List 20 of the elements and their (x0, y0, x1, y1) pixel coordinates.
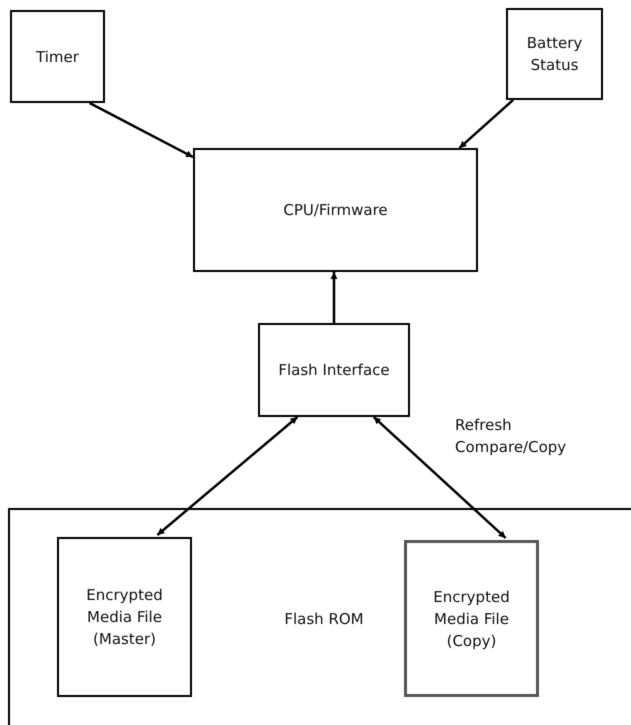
arrow (330, 272, 338, 323)
annotation-text: Refresh Compare/Copy (455, 415, 568, 458)
arrow (88, 102, 194, 158)
process-box (506, 8, 603, 100)
process-box (193, 148, 478, 272)
process-box (404, 540, 539, 697)
node-label: Encrypted Media File (Copy) (432, 586, 511, 652)
node-label: Battery Status (526, 33, 584, 76)
node-label: CPU/Firmware (283, 200, 388, 221)
region-label: Flash ROM (283, 609, 365, 630)
process-box (57, 537, 192, 697)
arrow (372, 416, 506, 539)
arrow (156, 416, 298, 536)
flash-rom-region (8, 508, 631, 725)
arrow (458, 99, 514, 149)
process-box (10, 10, 105, 103)
node-label: Encrypted Media File (Master) (85, 585, 164, 650)
process-box (258, 323, 410, 417)
node-label: Timer (36, 46, 79, 68)
node-label: Flash Interface (278, 360, 390, 381)
